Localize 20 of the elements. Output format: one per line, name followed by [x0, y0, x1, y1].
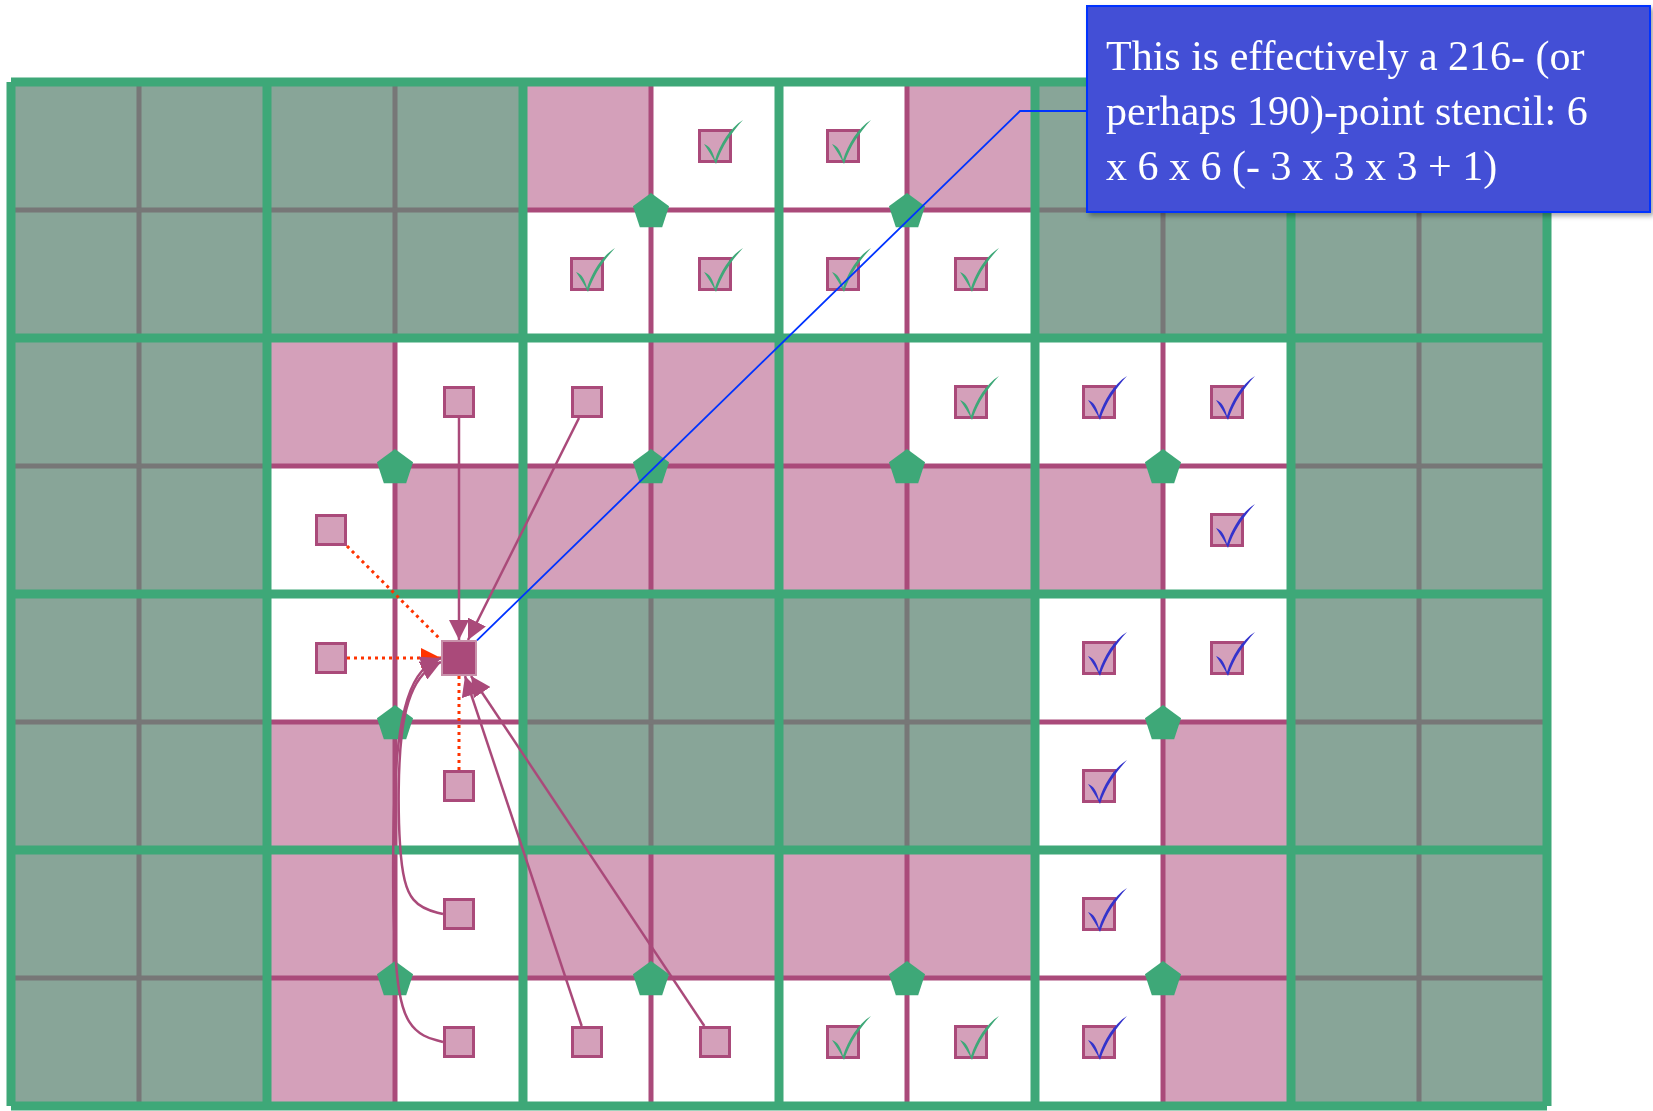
dotted-connector: [457, 676, 461, 770]
arrow: [466, 417, 581, 641]
arrow: [449, 418, 469, 640]
arrow: [397, 660, 444, 916]
stencil-square: [699, 1026, 731, 1058]
arrow: [469, 675, 706, 1027]
callout-text: This is effectively a 216- (or perhaps 190)-point stencil: 6 x 6 x 6 (- 3 x 3 x 3 + 1): [1106, 32, 1589, 191]
leader-line: [476, 110, 1087, 642]
stencil-square: [571, 386, 603, 418]
arrow: [461, 675, 583, 1027]
stencil-square: [443, 386, 475, 418]
target-square: [441, 640, 477, 676]
arrow: [391, 656, 444, 1044]
stencil-square: [443, 770, 475, 802]
stencil-square: [315, 642, 347, 674]
stencil-square: [443, 898, 475, 930]
stencil-square: [443, 1026, 475, 1058]
stencil-square: [315, 514, 347, 546]
callout-box: [1086, 5, 1651, 213]
stencil-square: [571, 1026, 603, 1058]
